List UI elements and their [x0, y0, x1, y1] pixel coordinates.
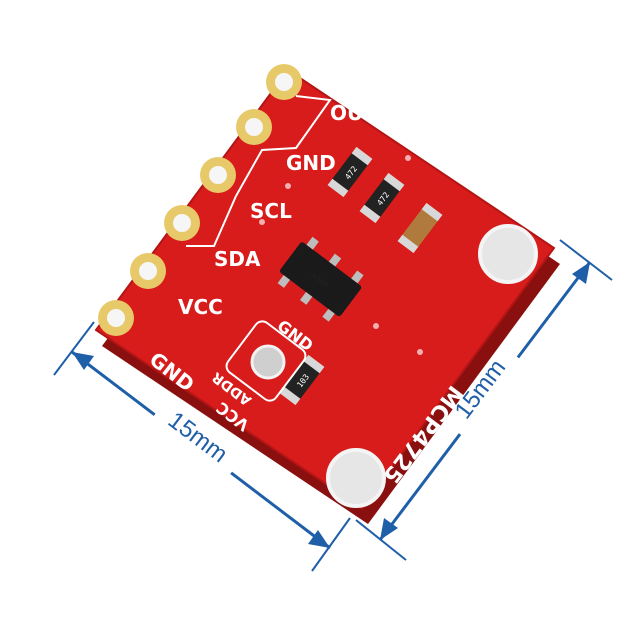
- address-jumper: [225, 320, 307, 402]
- smd-resistor: 472: [359, 172, 405, 224]
- smd-capacitor: [397, 202, 443, 254]
- pcb-board: OUT GND SCL SDA VCC GND AJAR 472 4: [94, 64, 560, 524]
- mounting-hole: [326, 448, 386, 508]
- via: [373, 323, 379, 329]
- pin-label-sda: SDA: [214, 247, 261, 271]
- arrow-head-icon: [72, 352, 94, 370]
- dac-chip: AJAR: [277, 236, 364, 322]
- arrow-head-icon: [380, 518, 398, 540]
- via: [285, 183, 291, 189]
- dimension-width: 15mm: [53, 321, 351, 572]
- smd-resistor: 472: [327, 146, 373, 198]
- pin-label-out: OUT: [330, 101, 377, 125]
- arrow-head-icon: [572, 262, 590, 284]
- pin-label-scl: SCL: [250, 199, 292, 223]
- pin-pads: [98, 64, 302, 336]
- via: [405, 155, 411, 161]
- via: [417, 349, 423, 355]
- arrow-head-icon: [308, 530, 330, 548]
- smd-resistor: 103: [279, 354, 325, 406]
- mounting-hole: [478, 224, 538, 284]
- pin-label-vcc: VCC: [178, 295, 223, 319]
- dimension-height: 15mm: [355, 239, 613, 561]
- via: [259, 219, 265, 225]
- pin-label-gnd: GND: [286, 151, 336, 175]
